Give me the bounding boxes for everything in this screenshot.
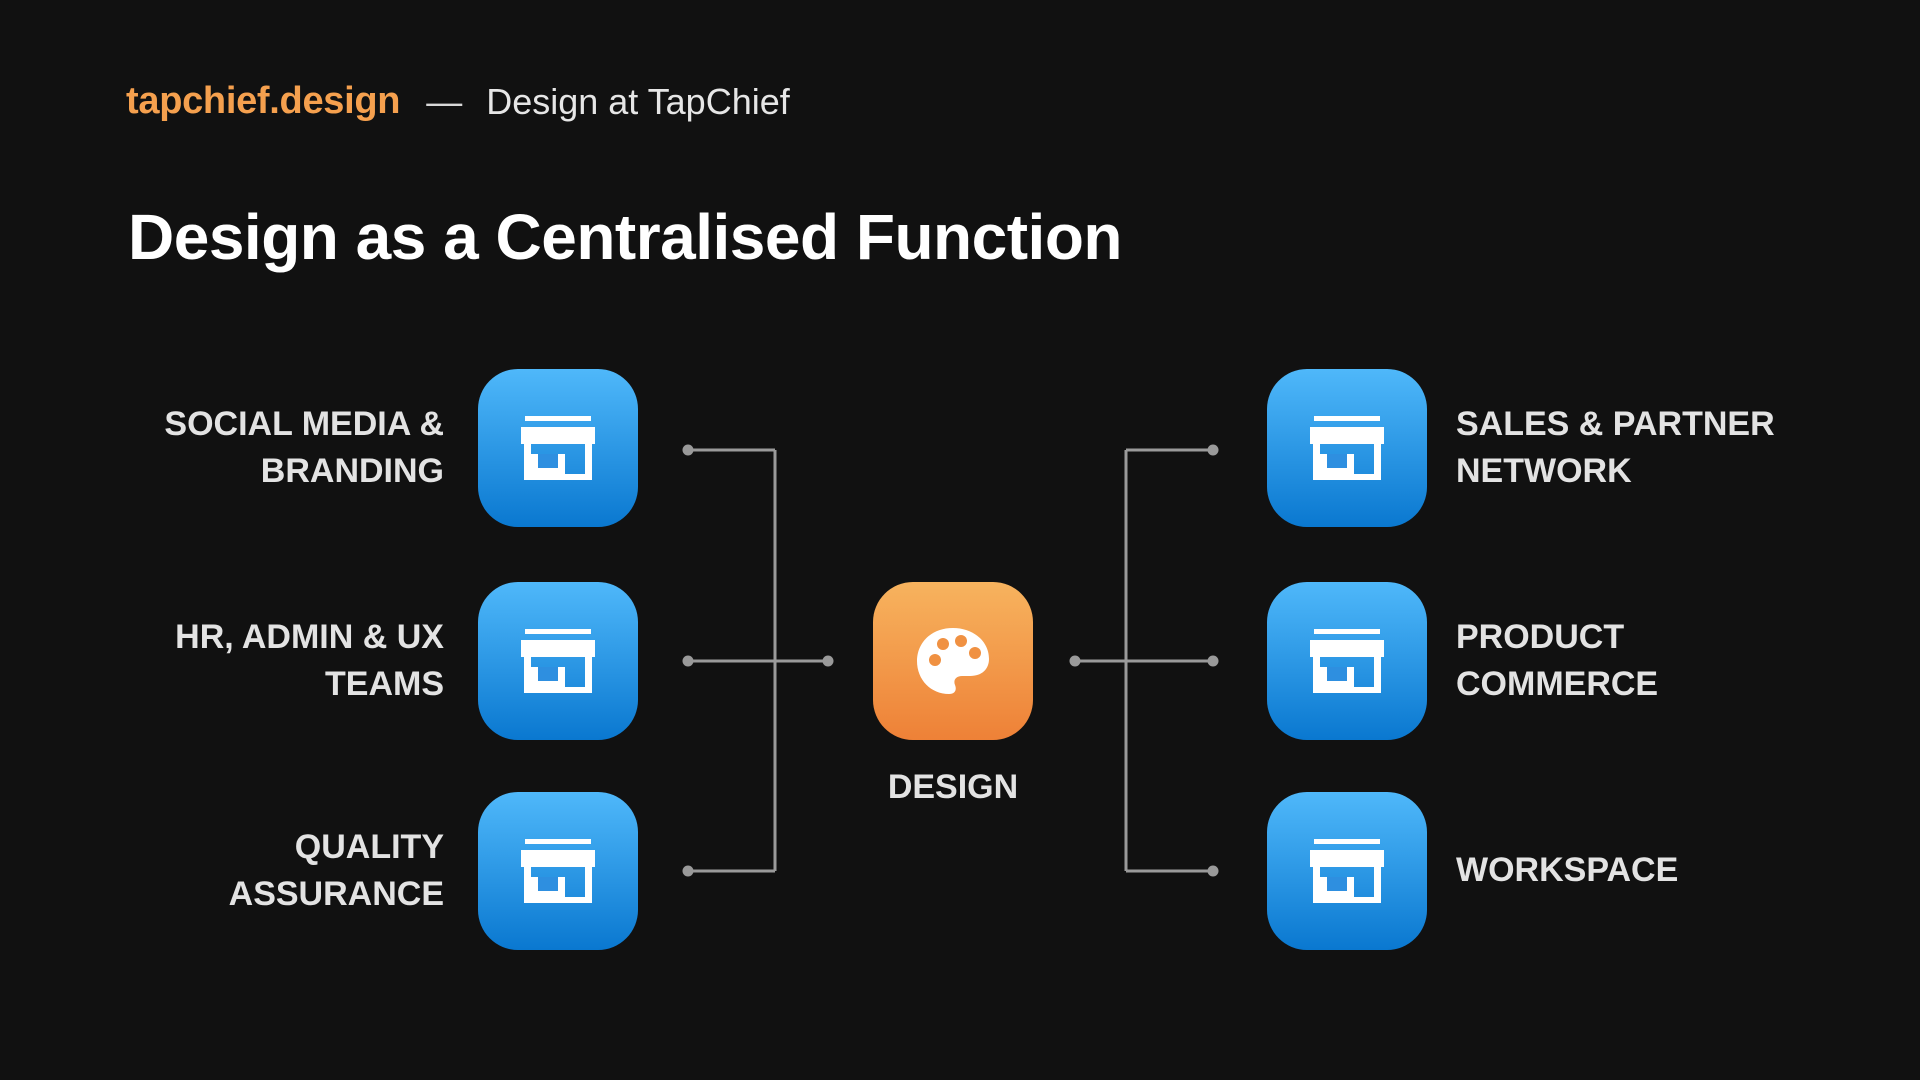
- palette-icon: [917, 628, 989, 694]
- node-tile-quality-assurance: [478, 792, 638, 950]
- store-icon: [1310, 629, 1384, 693]
- node-label-workspace: WORKSPACE: [1456, 851, 1679, 889]
- connector-dot: [1069, 655, 1081, 667]
- header-separator: —: [426, 80, 463, 122]
- node-tile-product-commerce: [1267, 582, 1427, 740]
- store-icon: [1310, 839, 1384, 903]
- brand-logo-text: tapchief.design: [126, 80, 401, 122]
- node-label-design: DESIGN: [887, 768, 1019, 806]
- node-label-product-commerce: PRODUCT COMMERCE: [1456, 618, 1659, 703]
- node-tile-workspace: [1267, 792, 1427, 950]
- node-tile-sales-partner: [1267, 369, 1427, 527]
- connector-dot: [1207, 444, 1219, 456]
- node-tile-hr-admin-ux: [478, 582, 638, 740]
- store-icon: [521, 629, 595, 693]
- store-icon: [521, 416, 595, 480]
- header-subtitle: Design at TapChief: [486, 80, 790, 122]
- connector-dot: [1207, 865, 1219, 877]
- node-tile-social-media-branding: [478, 369, 638, 527]
- node-label-social-media-branding: SOCIAL MEDIA & BRANDING: [164, 405, 444, 490]
- connector-dot: [682, 865, 694, 877]
- connector-dot: [1207, 655, 1219, 667]
- store-icon: [1310, 416, 1384, 480]
- node-label-sales-partner: SALES & PARTNER NETWORK: [1456, 405, 1775, 490]
- connector-dot: [682, 444, 694, 456]
- node-label-quality-assurance: QUALITY ASSURANCE: [228, 828, 444, 913]
- connector-dot: [822, 655, 834, 667]
- header: tapchief.design — Design at TapChief: [126, 80, 790, 123]
- node-label-hr-admin-ux: HR, ADMIN & UX TEAMS: [175, 618, 444, 703]
- connector-dot: [682, 655, 694, 667]
- page-title: Design as a Centralised Function: [128, 201, 1123, 273]
- store-icon: [521, 839, 595, 903]
- node-tile-design: [873, 582, 1033, 740]
